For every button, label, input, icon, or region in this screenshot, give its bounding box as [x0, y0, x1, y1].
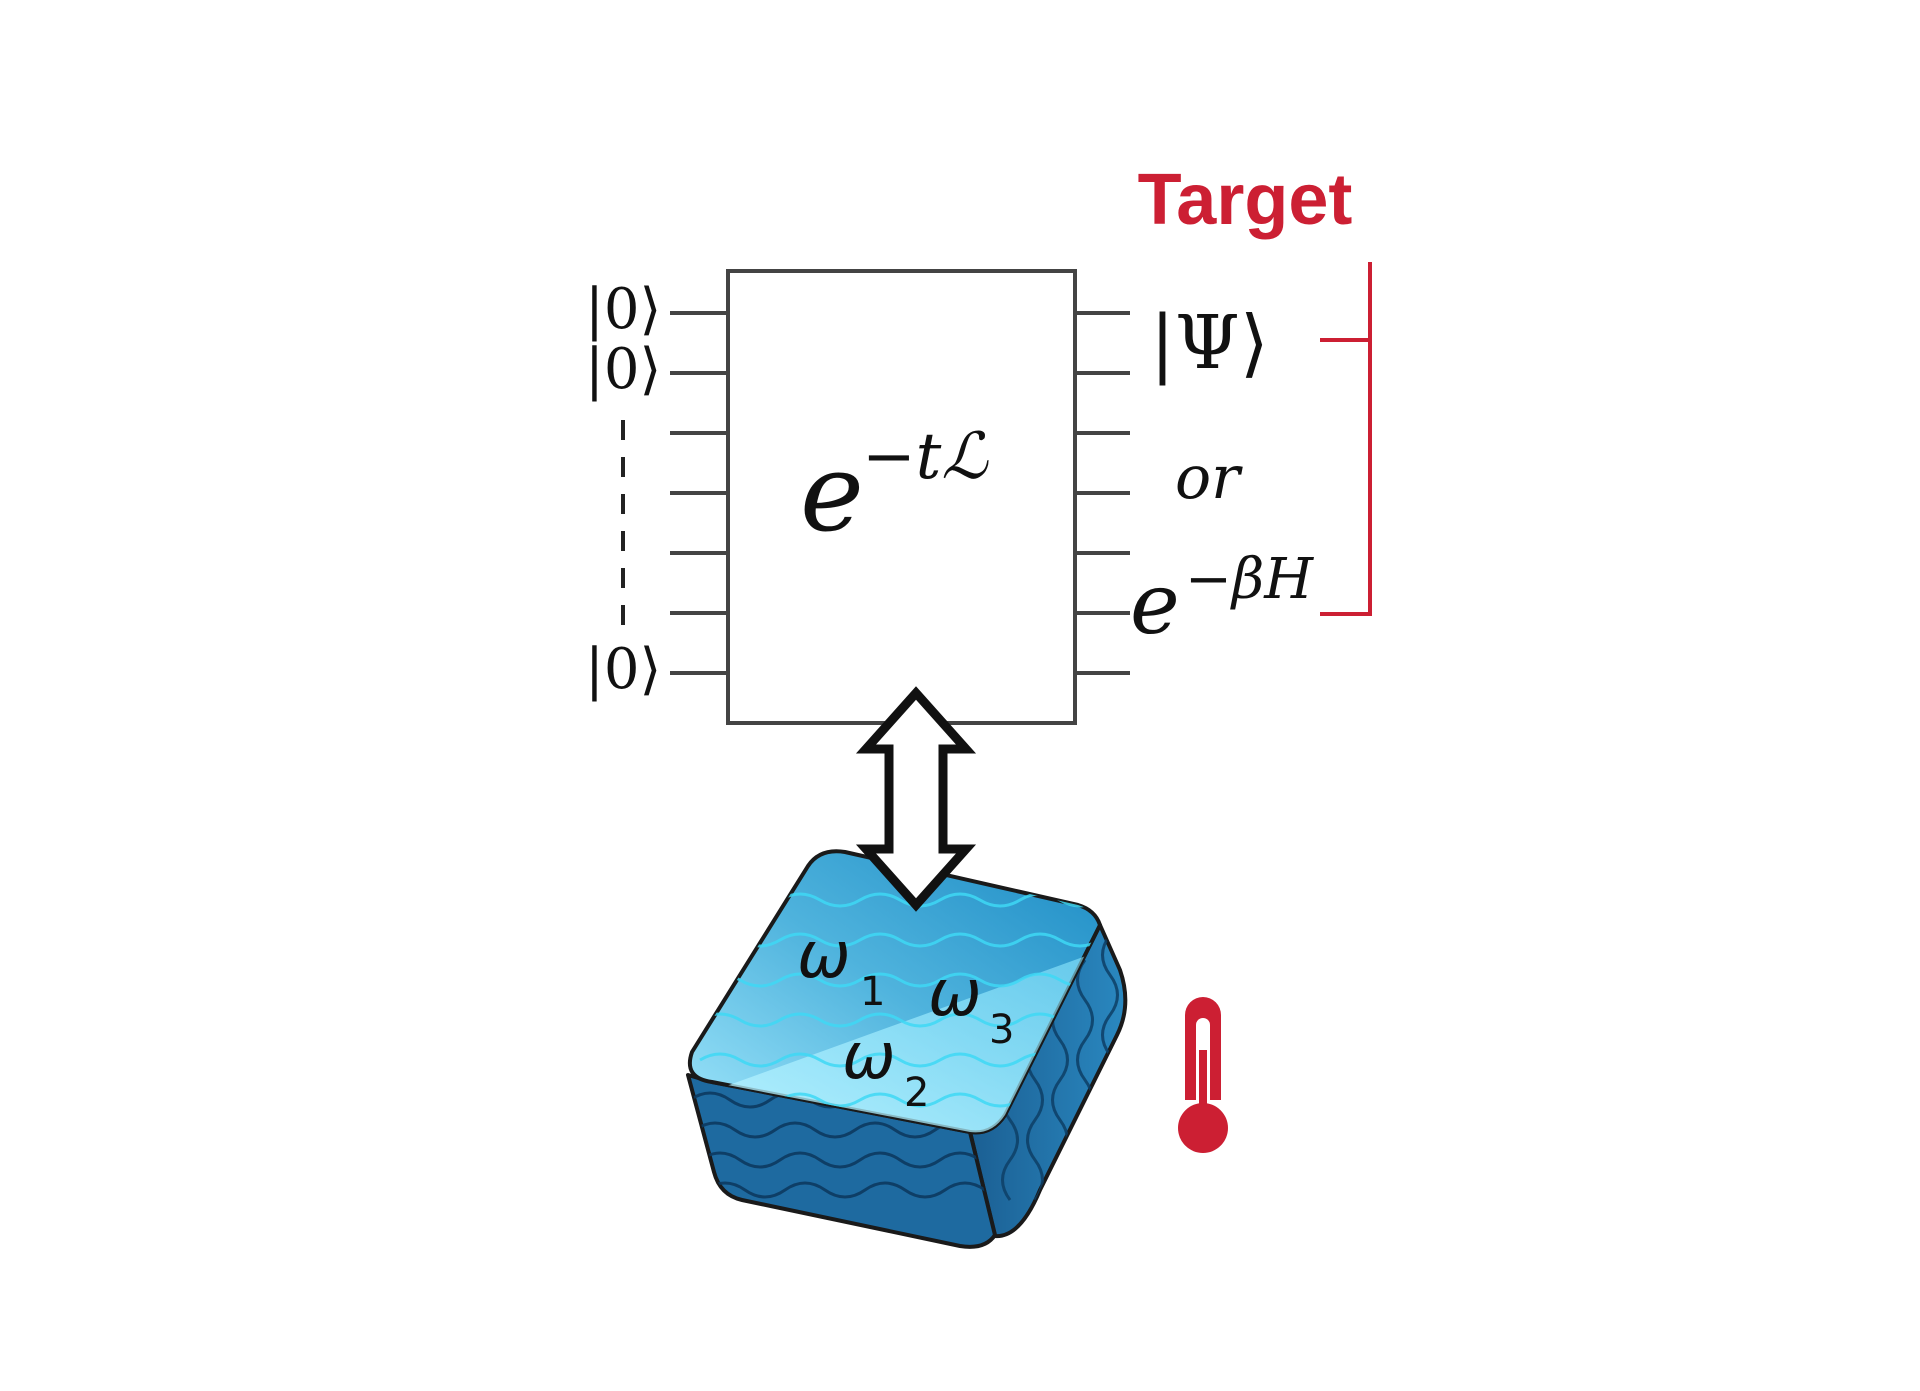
- input-ket-0-top: |0⟩: [585, 277, 661, 342]
- input-ket-0-bottom: |0⟩: [585, 637, 661, 702]
- bath-mode-omega-3: ω: [928, 957, 982, 1031]
- target-label: Target: [1138, 160, 1353, 240]
- gate-base: e: [800, 431, 864, 556]
- double-headed-arrow-icon: [855, 686, 977, 912]
- output-thermal-base: e: [1130, 555, 1180, 653]
- input-wires: [670, 311, 728, 675]
- evolution-gate-box: [726, 269, 1077, 725]
- gate-exponent: −tℒ: [862, 420, 989, 494]
- bath-mode-omega-1-subscript: 1: [860, 969, 885, 1015]
- output-wires: [1075, 311, 1130, 675]
- output-psi-ket: |Ψ⟩: [1150, 300, 1269, 386]
- output-thermal-exponent: −βH: [1185, 547, 1314, 612]
- bath-block: ω 1 ω 2 ω 3: [686, 849, 1128, 1249]
- bath-mode-omega-2: ω: [842, 1020, 896, 1094]
- target-bracket: [1320, 262, 1372, 616]
- bath-mode-omega-2-subscript: 2: [904, 1070, 929, 1116]
- input-ket-0-second: |0⟩: [585, 337, 661, 402]
- thermometer-icon: [1178, 997, 1228, 1153]
- bath-mode-omega-1: ω: [797, 919, 851, 993]
- output-or: or: [1175, 443, 1243, 513]
- bath-mode-omega-3-subscript: 3: [989, 1007, 1014, 1053]
